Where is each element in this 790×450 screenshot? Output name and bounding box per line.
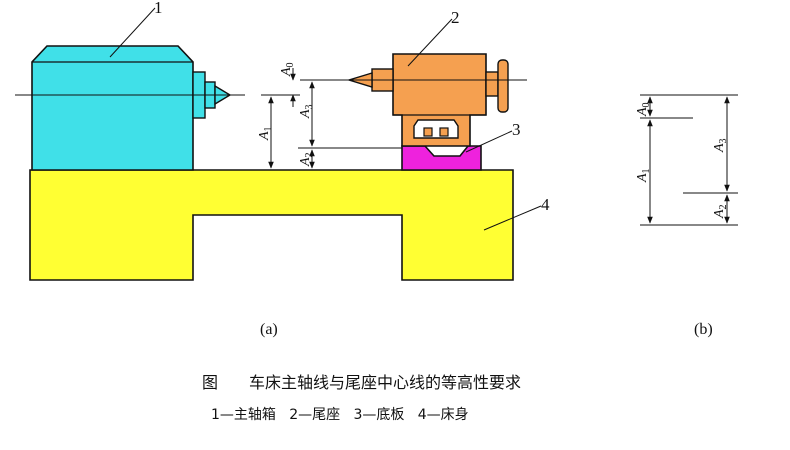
bed	[29, 169, 514, 281]
dimension-chain-diagram: A0 A1 A3 A2	[635, 94, 738, 226]
subfigure-a-label: (a)	[260, 321, 278, 338]
part-label-1: 1	[154, 0, 163, 17]
caption-legend: 1—主轴箱 2—尾座 3—底板 4—床身	[211, 407, 469, 423]
subfigure-b-label: (b)	[694, 321, 713, 338]
b-dim-a3-label: A3	[712, 138, 729, 153]
dim-a1-label: A1	[257, 126, 274, 141]
base-plate	[401, 145, 482, 171]
leader-2	[407, 18, 453, 67]
caption-title: 车床主轴线与尾座中心线的等高性要求	[249, 373, 521, 392]
leader-4	[483, 205, 542, 231]
dim-a2-label: A2	[298, 152, 315, 167]
part-label-3: 3	[512, 120, 521, 139]
b-dim-a0-label: A0	[635, 102, 652, 117]
part-label-2: 2	[451, 8, 460, 27]
headstock	[31, 45, 232, 171]
caption-figure-label: 图	[202, 373, 218, 392]
tailstock	[346, 53, 509, 147]
b-dim-a1-label: A1	[635, 168, 652, 183]
dim-a0-label: A0	[279, 62, 296, 77]
part-label-4: 4	[541, 195, 550, 214]
dim-a3-label: A3	[298, 104, 315, 119]
b-dim-a2-label: A2	[712, 204, 729, 219]
leader-1	[109, 7, 156, 58]
leader-3	[465, 130, 513, 153]
